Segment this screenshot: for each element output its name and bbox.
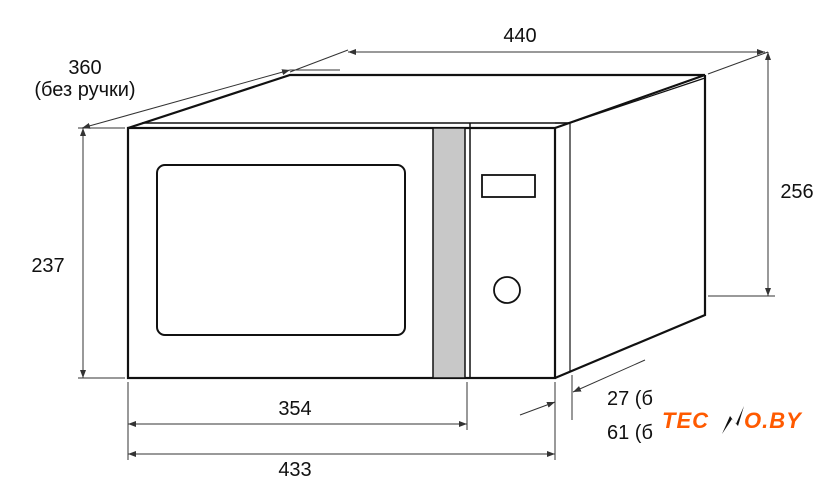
handle-strip [432, 127, 466, 379]
microwave-body [126, 73, 707, 380]
display [481, 174, 536, 198]
tecno-by-logo: TEC O.BY [660, 404, 840, 438]
offset-label-1: 27 (б [607, 388, 653, 410]
side-face [554, 75, 707, 380]
door-window [156, 164, 406, 336]
front-width-label: 433 [278, 459, 311, 481]
depth-label: 360 [68, 57, 101, 79]
height-front-label: 237 [31, 255, 64, 277]
width-label: 440 [503, 25, 536, 47]
top-face [127, 73, 706, 130]
offset-label-2: 61 (б [607, 422, 653, 444]
front-face [126, 126, 557, 380]
height-total-label: 256 [780, 181, 813, 203]
dimension-lines [78, 49, 775, 460]
svg-text:O.BY: O.BY [744, 408, 803, 433]
svg-text:TEC: TEC [662, 408, 709, 433]
knob [493, 276, 521, 304]
depth-note: (без ручки) [34, 79, 135, 101]
door-width-label: 354 [278, 398, 311, 420]
